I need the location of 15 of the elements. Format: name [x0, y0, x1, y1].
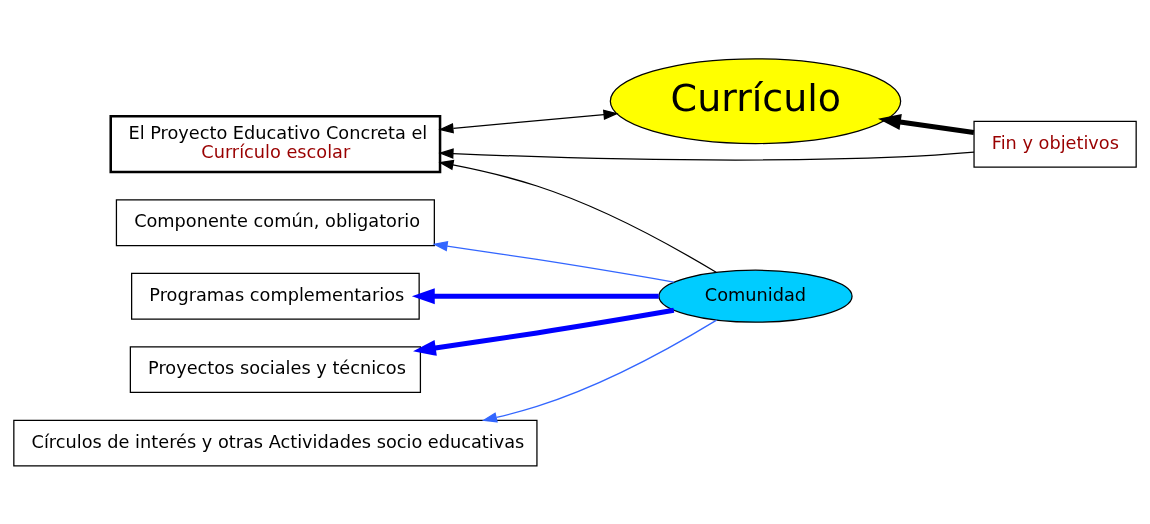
arrow [878, 113, 975, 135]
node-box: Programas complementarios [131, 272, 420, 320]
node-box: Círculos de interés y otras Actividades socio educativas [13, 419, 538, 467]
node-ellipse: Comunidad [658, 269, 853, 323]
arrow [432, 240, 675, 283]
node-box: Proyectos sociales y técnicos [129, 345, 422, 393]
arrow [438, 159, 717, 273]
arrow [438, 147, 975, 161]
arrow [413, 307, 675, 356]
node-box: Fin y objetivos [973, 120, 1137, 168]
node-box: El Proyecto Educativo Concreta el Currículo escolar [109, 114, 442, 173]
node-box: Componente común, obligatorio [115, 198, 435, 246]
arrow [411, 287, 659, 304]
arrow [481, 319, 718, 423]
arrow [438, 108, 619, 134]
